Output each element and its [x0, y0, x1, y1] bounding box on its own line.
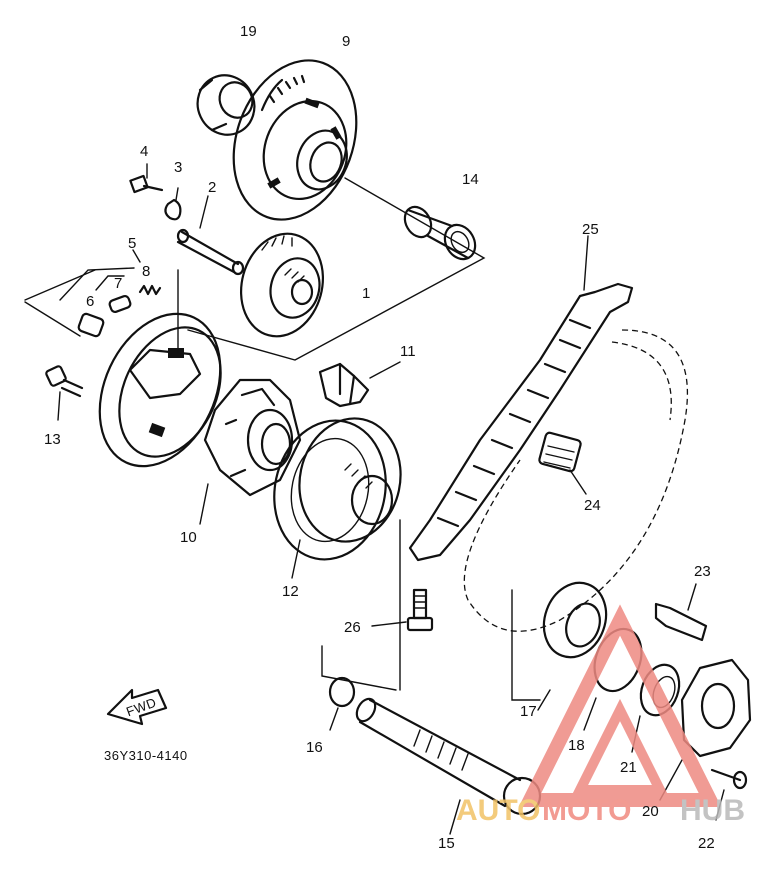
callout-26: 26 [344, 619, 361, 636]
callout-3: 3 [174, 159, 182, 176]
bracket-lines-5 [24, 249, 141, 337]
callout-4: 4 [140, 143, 148, 160]
bearing-19 [196, 74, 256, 136]
callout-5: 5 [128, 235, 136, 252]
callout-20: 20 [642, 803, 659, 820]
bearing-17 [511, 581, 608, 711]
callout-18: 18 [568, 737, 585, 754]
watermark-logo: AUTO MOTO HUB [456, 604, 745, 827]
watermark-auto: AUTO [456, 794, 540, 827]
callout-13: 13 [44, 431, 61, 448]
callout-21: 21 [620, 759, 637, 776]
watermark-triangle [518, 604, 722, 807]
callout-10: 10 [180, 529, 197, 546]
bolt-13 [45, 365, 84, 421]
callout-16: 16 [306, 739, 323, 756]
bolt-26 [371, 588, 434, 632]
callout-24: 24 [584, 497, 601, 514]
pin-23 [654, 583, 708, 642]
assembly-plane-lower [321, 519, 401, 691]
assembly-plane-upper [187, 177, 486, 361]
callout-23: 23 [694, 563, 711, 580]
callout-2: 2 [208, 179, 216, 196]
forward-direction-arrow: FWD [106, 688, 168, 726]
callout-15: 15 [438, 835, 455, 852]
callout-8: 8 [142, 263, 150, 280]
callout-19: 19 [240, 23, 257, 40]
drawing-code: 36Y310-4140 [104, 748, 188, 763]
pin-16 [328, 676, 356, 731]
starter-clutch-flange-10 [199, 378, 302, 525]
callout-6: 6 [86, 293, 94, 310]
callout-22: 22 [698, 835, 715, 852]
callout-14: 14 [462, 171, 479, 188]
damper-24 [538, 431, 587, 495]
cam-chain [463, 329, 689, 632]
plunger-7 [108, 294, 132, 314]
watermark-moto: MOTO [542, 794, 631, 827]
callout-11: 11 [400, 343, 416, 360]
shaft-2 [176, 195, 245, 276]
callout-9: 9 [342, 33, 350, 50]
bolt-4 [129, 163, 164, 194]
callout-1: 1 [362, 285, 370, 302]
idle-gear-1 [239, 232, 325, 338]
starter-wheel-gear-9 [232, 59, 358, 221]
callout-7: 7 [114, 275, 122, 292]
callout-17: 17 [520, 703, 537, 720]
watermark-hub: HUB [680, 794, 745, 827]
bearing-retainer-20 [659, 658, 752, 801]
spring-8 [138, 284, 162, 296]
bushing-14 [403, 205, 477, 261]
clip-3 [164, 187, 182, 221]
roller-6 [77, 312, 105, 338]
clutch-hub-12 [273, 417, 402, 579]
callout-25: 25 [582, 221, 599, 238]
starter-clutch-body [98, 269, 222, 468]
chain-guide-25 [408, 235, 634, 562]
damper-11 [318, 361, 401, 408]
primary-shaft-15 [355, 697, 542, 835]
callout-12: 12 [282, 583, 299, 600]
